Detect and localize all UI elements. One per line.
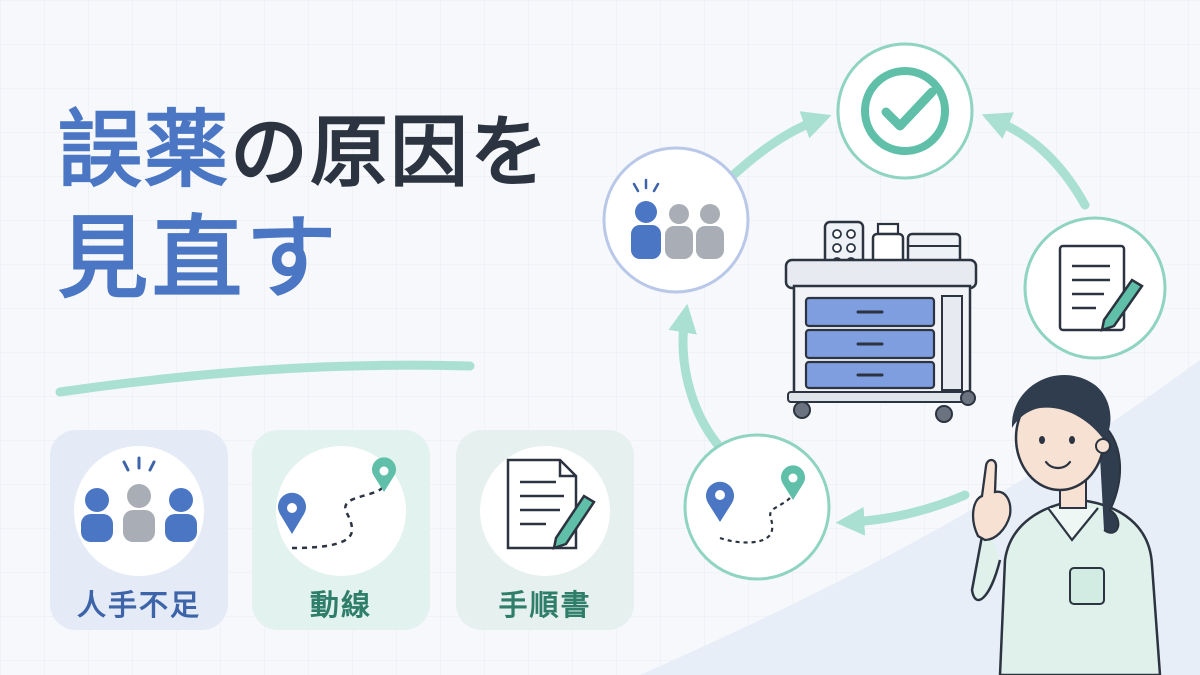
card-label: 手順書 bbox=[498, 588, 592, 622]
arrow-to-route bbox=[835, 490, 970, 536]
card-staff-shortage: 人手不足 bbox=[50, 430, 228, 630]
nurse-illustration bbox=[970, 375, 1162, 675]
cycle-route-node bbox=[683, 433, 831, 581]
arrow-doc-to-check bbox=[981, 112, 1090, 210]
title-line2: 見直す bbox=[58, 206, 340, 311]
arrow-people-to-check bbox=[723, 111, 832, 185]
card-route: 動線 bbox=[252, 430, 430, 630]
page-title: 誤薬の原因を 見直す bbox=[58, 108, 550, 304]
title-part1: 誤薬 bbox=[58, 101, 231, 199]
cycle-check-node bbox=[836, 42, 974, 180]
checkmark-icon bbox=[861, 67, 949, 155]
medicine-cart bbox=[784, 220, 978, 423]
document-pencil-icon bbox=[506, 458, 596, 550]
cycle-document-node bbox=[1023, 216, 1167, 360]
card-label: 動線 bbox=[309, 588, 372, 622]
title-part2: の原因を bbox=[230, 108, 551, 198]
people-icon bbox=[81, 456, 197, 542]
route-icon bbox=[278, 457, 396, 550]
cycle-arrows bbox=[668, 111, 1090, 536]
arrow-route-to-people bbox=[668, 303, 723, 450]
cycle-people-node bbox=[602, 146, 750, 294]
card-manual: 手順書 bbox=[456, 430, 634, 630]
card-label: 人手不足 bbox=[76, 588, 201, 622]
